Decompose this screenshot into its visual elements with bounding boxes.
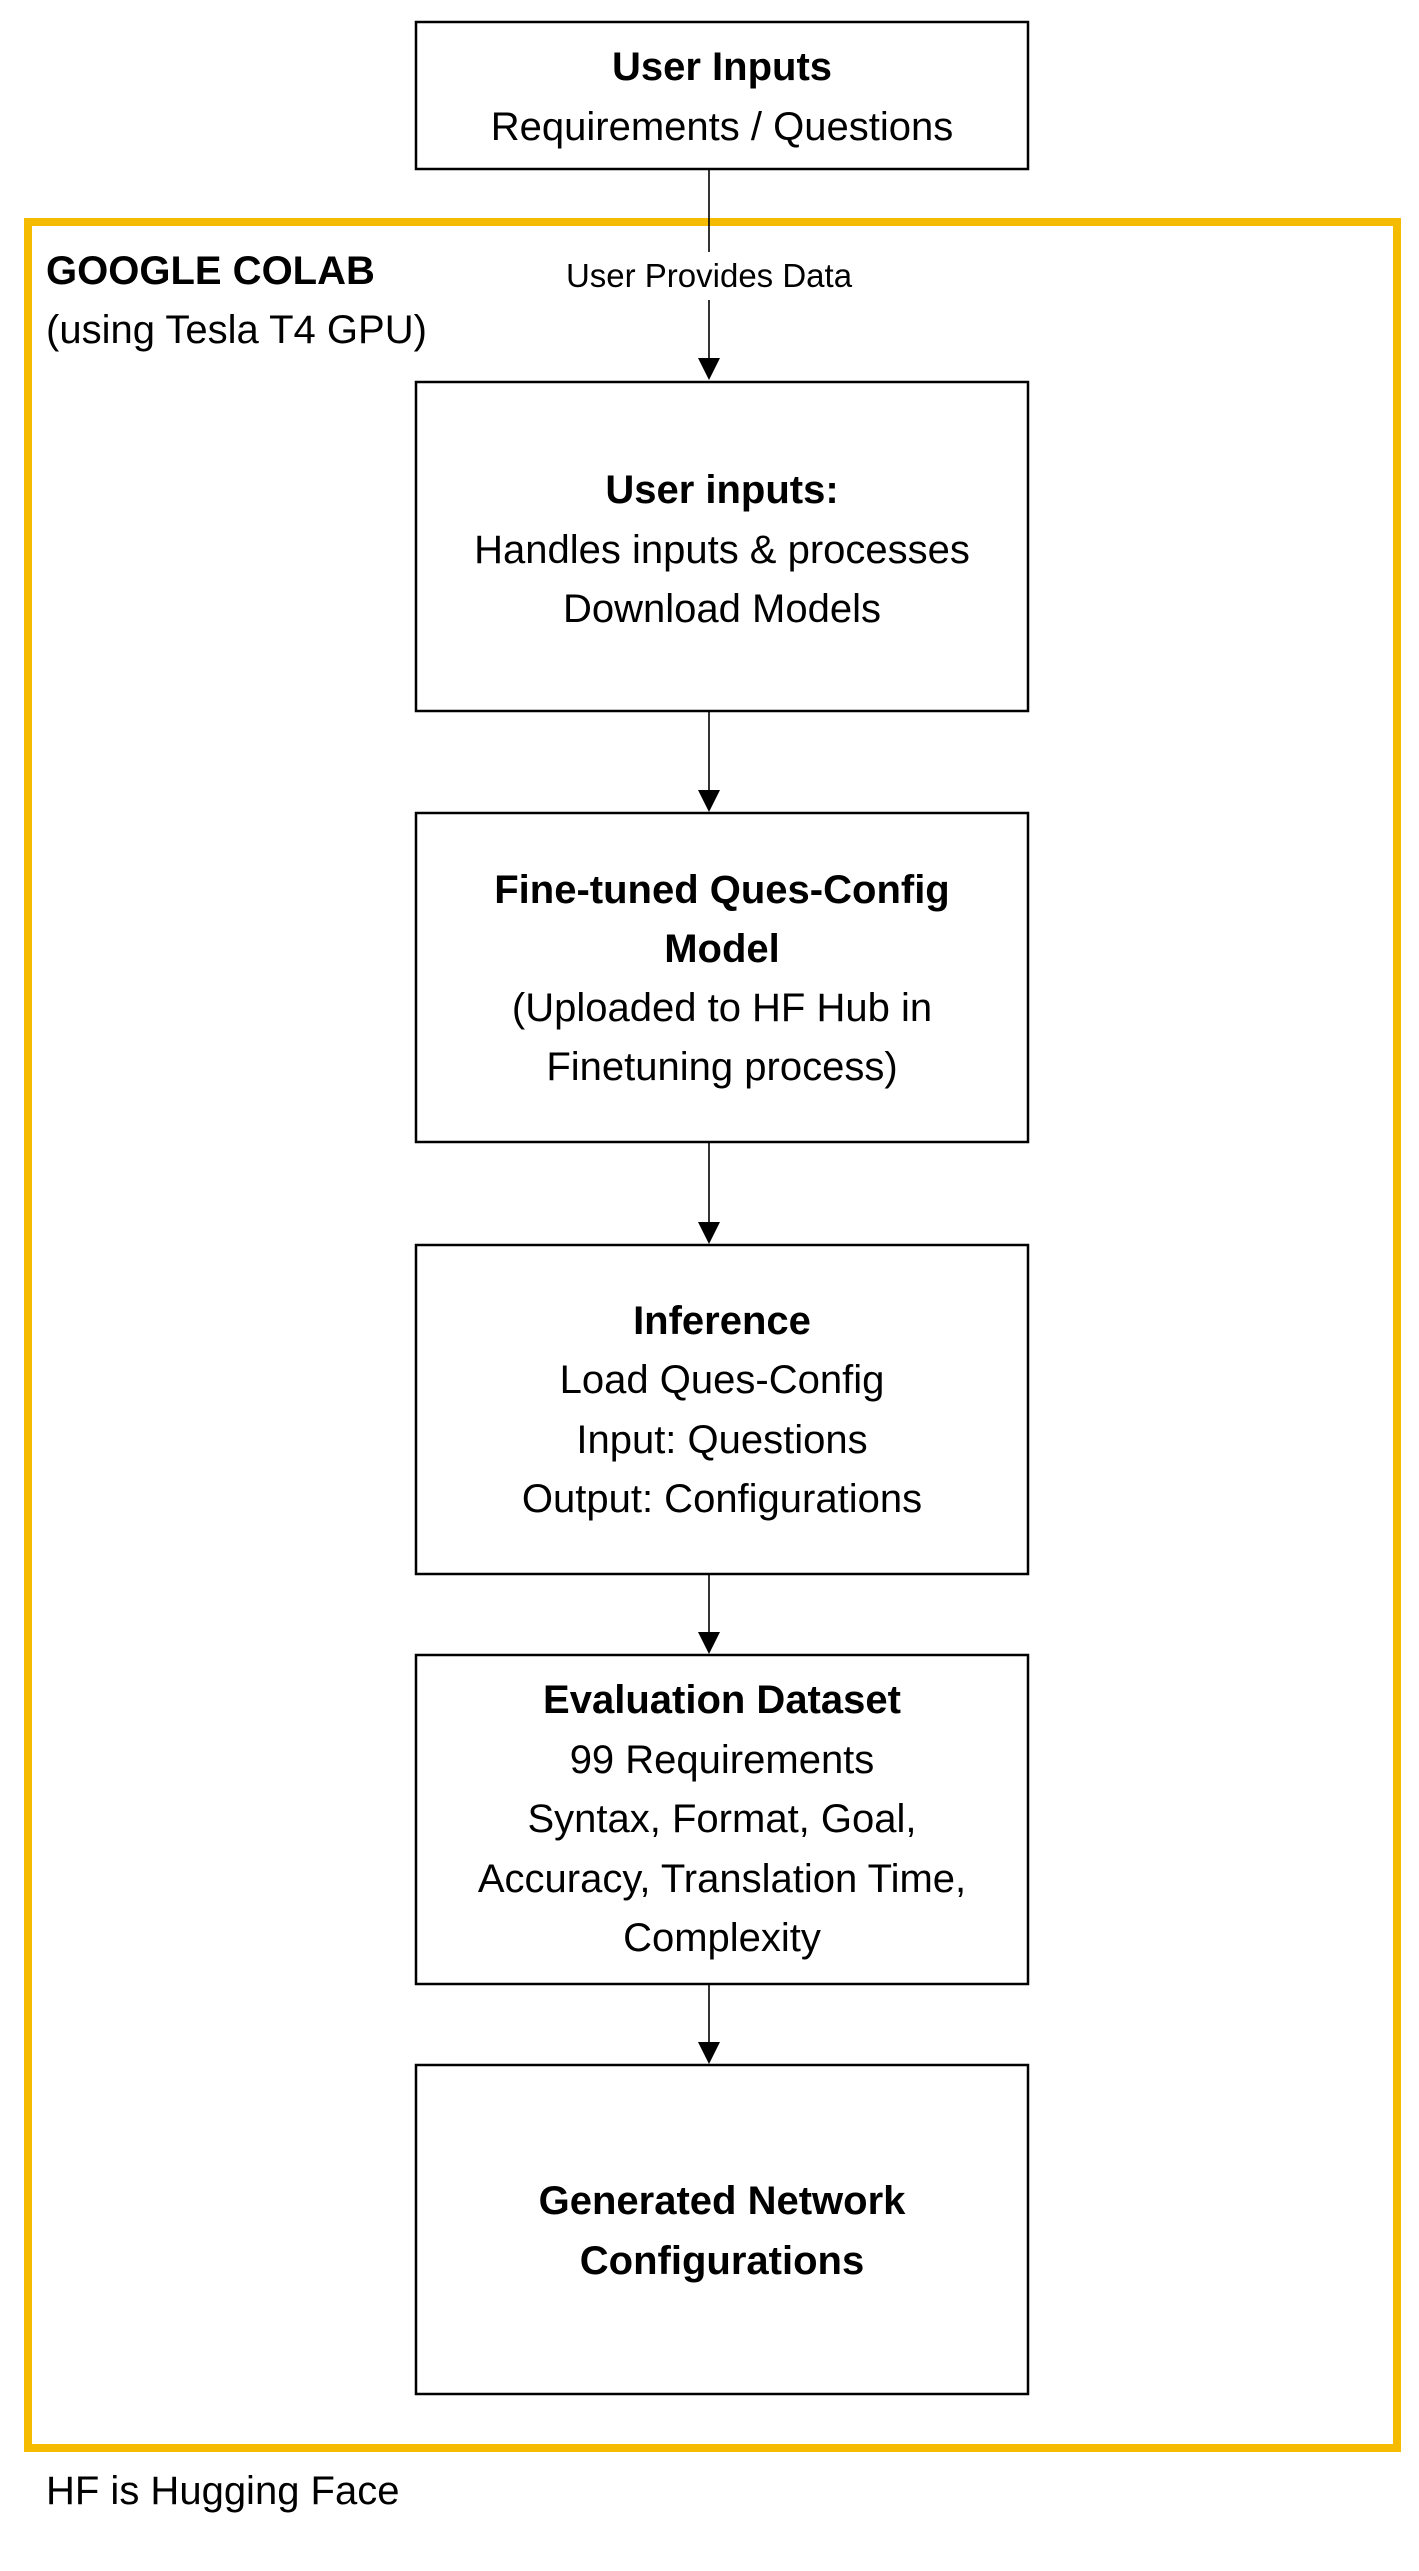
node-box (414, 380, 1030, 713)
node-user-inputs: User Inputs Requirements / Questions (414, 20, 1030, 171)
edge-user-inputs-to-handler: User Provides Data (555, 170, 863, 380)
container-subtitle: (using Tesla T4 GPU) (46, 308, 427, 352)
edge-handler-to-model (698, 711, 720, 812)
edge-evaluation-to-generated (698, 1984, 720, 2064)
arrowhead (698, 790, 720, 812)
node-title: Evaluation Dataset (543, 1678, 901, 1722)
node-generated-configurations: Generated Network Configurations (414, 2063, 1030, 2396)
node-title-line-2: Configurations (580, 2239, 864, 2283)
footnote: HF is Hugging Face (46, 2469, 399, 2513)
node-inference: Inference Load Ques-Config Input: Questi… (414, 1243, 1030, 1576)
google-colab-container: GOOGLE COLAB (using Tesla T4 GPU) (24, 218, 1401, 2452)
node-fine-tuned-model: Fine-tuned Ques-Config Model (Uploaded t… (414, 811, 1030, 1144)
node-box (414, 2063, 1030, 2396)
node-body-line: Syntax, Format, Goal, (527, 1797, 916, 1841)
node-body-line: Finetuning process) (546, 1045, 897, 1089)
node-body-line: Load Ques-Config (560, 1358, 885, 1402)
node-evaluation-dataset: Evaluation Dataset 99 Requirements Synta… (414, 1653, 1030, 1986)
edge-label-background (555, 252, 863, 300)
container-border (24, 218, 1401, 2452)
node-body-line: Handles inputs & processes (474, 528, 970, 572)
node-box (414, 1243, 1030, 1576)
arrowhead (698, 1222, 720, 1244)
node-box (414, 811, 1030, 1144)
node-body-line: Complexity (623, 1916, 821, 1960)
arrowhead (698, 358, 720, 380)
node-title: Inference (633, 1299, 811, 1343)
edges: User Provides Data (555, 170, 863, 2064)
node-body-line: Download Models (563, 587, 881, 631)
node-title: Fine-tuned Ques-Config (494, 868, 950, 912)
node-title: User Inputs (612, 45, 832, 89)
edge-inference-to-evaluation (698, 1574, 720, 1654)
node-body-line: (Uploaded to HF Hub in (512, 986, 932, 1030)
node-body-line: Accuracy, Translation Time, (478, 1857, 966, 1901)
node-title: Generated Network (539, 2179, 907, 2223)
node-body-line: 99 Requirements (570, 1738, 875, 1782)
node-box (414, 1653, 1030, 1986)
container-title: GOOGLE COLAB (46, 249, 375, 293)
node-user-inputs-handler: User inputs: Handles inputs & processes … (414, 380, 1030, 713)
node-body-line: Requirements / Questions (491, 105, 953, 149)
arrowhead (698, 2042, 720, 2064)
edge-label-user-provides-data: User Provides Data (566, 257, 853, 294)
node-body-line: Output: Configurations (522, 1477, 922, 1521)
node-title-line-2: Model (664, 927, 780, 971)
node-title: User inputs: (605, 468, 838, 512)
edge-model-to-inference (698, 1142, 720, 1244)
arrowhead (698, 1632, 720, 1654)
node-box (414, 20, 1030, 171)
node-body-line: Input: Questions (576, 1418, 867, 1462)
